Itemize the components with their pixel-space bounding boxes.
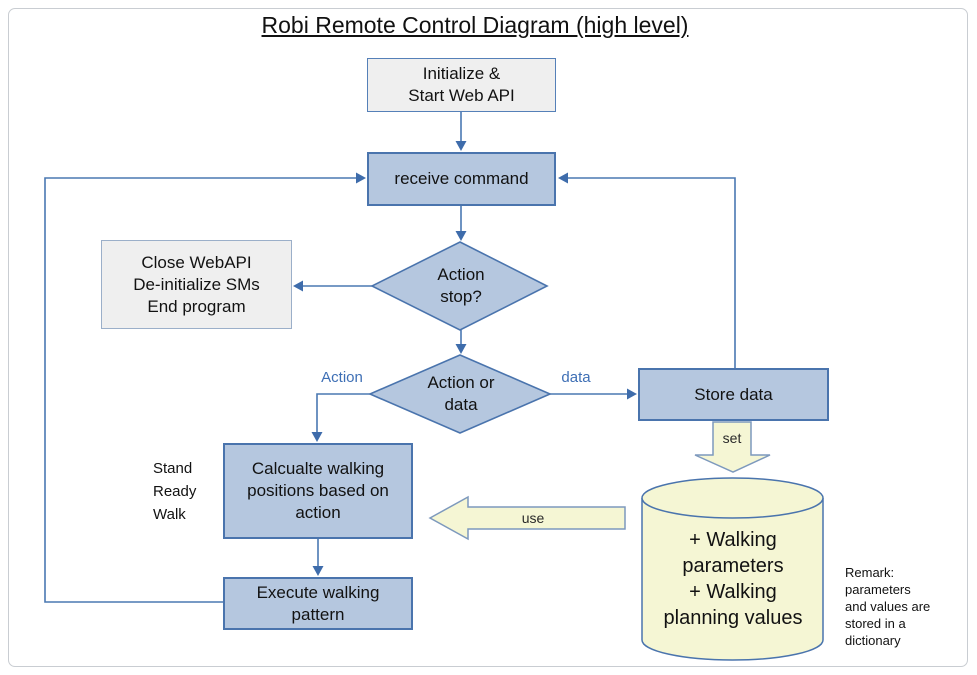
use-block-arrow-icon [428, 495, 626, 541]
arrowhead-into-receive-right [558, 172, 568, 184]
walking-db-cylinder-body [641, 498, 824, 661]
flow-node-calculate-walking-label: Calcualte walking positions based on act… [247, 459, 389, 522]
flow-node-initialize-label: Initialize & Start Web API [408, 64, 515, 105]
flow-node-initialize: Initialize & Start Web API [367, 58, 556, 112]
edge-label-use: use [521, 510, 545, 526]
arrowhead-into-receive-top [455, 141, 467, 151]
arrowhead-into-action-stop [455, 231, 467, 241]
arrowhead-into-execute [312, 566, 324, 576]
walking-db-cylinder-top [641, 477, 824, 519]
action-stop-diamond [370, 241, 549, 331]
edge-label-data: data [561, 369, 591, 386]
flow-node-store-data-label: Store data [694, 384, 773, 404]
flow-node-calculate-walking: Calcualte walking positions based on act… [223, 443, 413, 539]
set-block-arrow-icon [694, 421, 771, 473]
flow-node-receive-command: receive command [367, 152, 556, 206]
arrowhead-into-calculate [311, 432, 323, 442]
annotation-states: Stand Ready Walk [153, 460, 197, 523]
action-or-data-diamond [367, 354, 553, 434]
diagram-title: Robi Remote Control Diagram (high level) [261, 12, 689, 38]
arrowhead-into-close [293, 280, 303, 292]
flow-node-execute-walking-label: Execute walking pattern [256, 582, 380, 624]
flow-node-close-webapi-label: Close WebAPI De-initialize SMs End progr… [133, 252, 260, 316]
arrowhead-into-receive-left [356, 172, 366, 184]
flow-node-store-data: Store data [638, 368, 829, 421]
edge-label-set: set [722, 430, 742, 446]
flow-node-receive-command-label: receive command [394, 169, 529, 188]
flow-node-close-webapi: Close WebAPI De-initialize SMs End progr… [101, 240, 292, 329]
arrowhead-into-action-or-data [455, 344, 467, 354]
connector-action-branch [316, 393, 370, 433]
flow-node-execute-walking: Execute walking pattern [223, 577, 413, 630]
connector-execute-to-receive [44, 177, 357, 603]
edge-label-action: Action [321, 369, 363, 386]
connector-store-to-receive [566, 177, 736, 368]
annotation-remark: Remark: parameters and values are stored… [845, 565, 931, 648]
arrowhead-into-store [627, 388, 637, 400]
